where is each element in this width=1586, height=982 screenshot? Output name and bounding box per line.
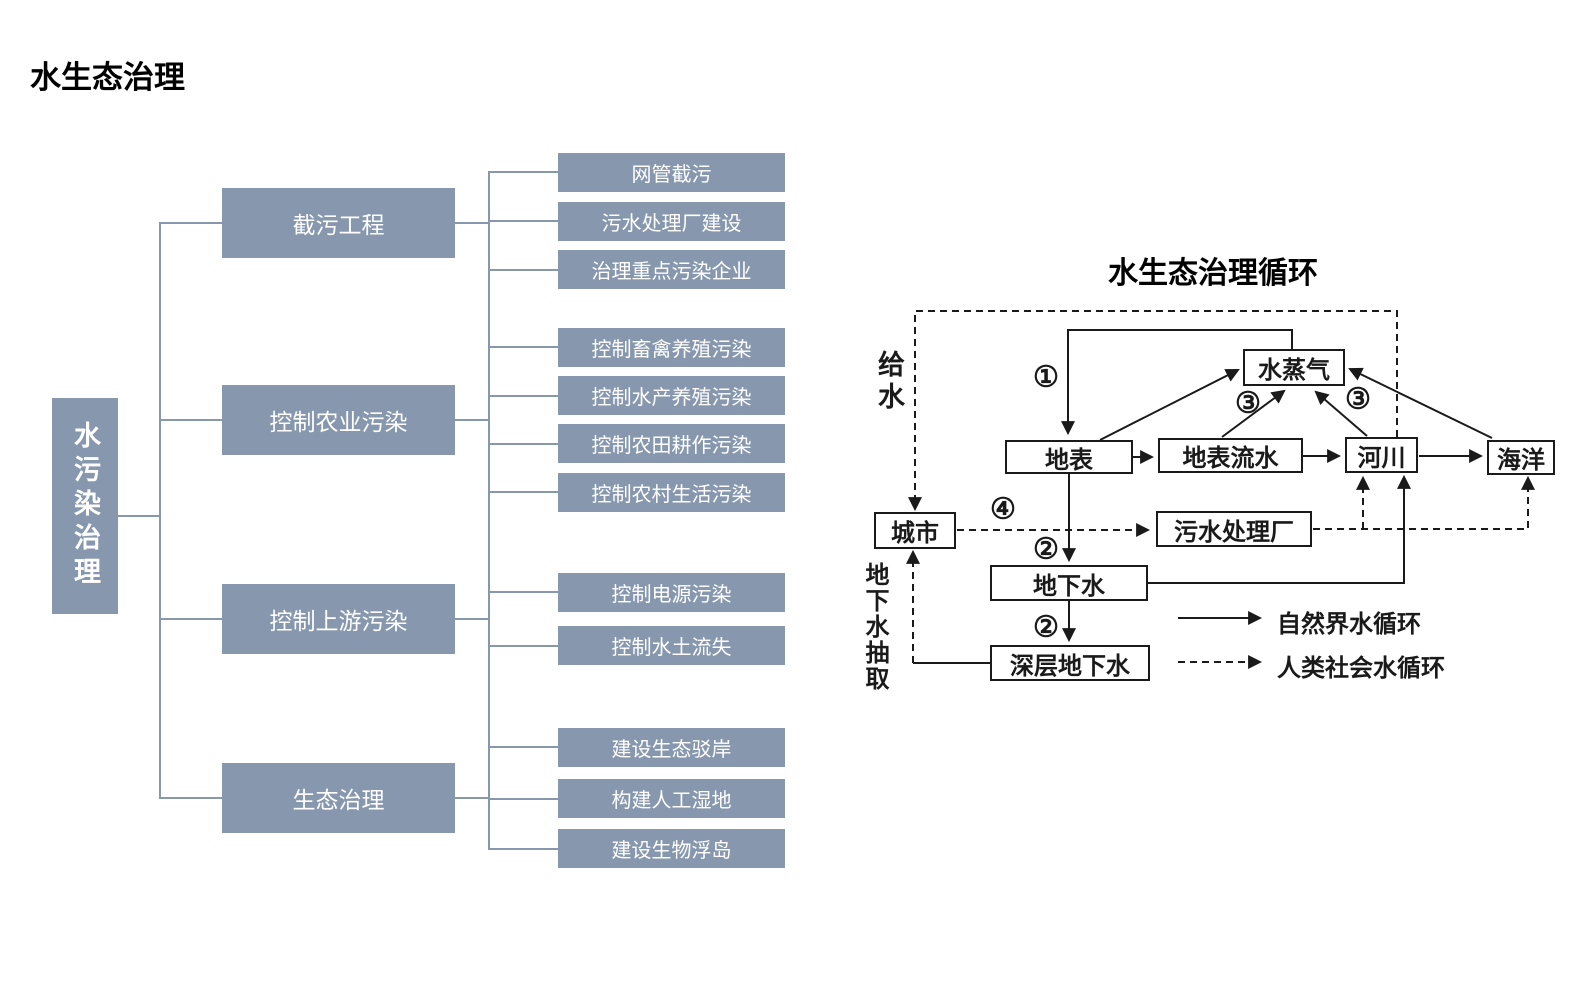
node-river: 河川 — [1345, 437, 1418, 473]
tree-line-leaf — [490, 443, 558, 445]
tree-line-trunk — [159, 222, 161, 799]
node-city: 城市 — [874, 512, 956, 549]
tree-leaf: 控制电源污染 — [558, 573, 785, 612]
tree-leaf: 控制农村生活污染 — [558, 473, 785, 512]
node-deep-groundwater: 深层地下水 — [990, 645, 1150, 681]
line-water-supply — [908, 310, 1398, 512]
tree-line-leaf — [490, 848, 558, 850]
tree-line-leaf — [490, 346, 558, 348]
legend-human-cycle-label: 人类社会水循环 — [1277, 656, 1445, 682]
line-groundwater-to-river — [1148, 474, 1411, 584]
line-river-evaporation — [1314, 390, 1368, 437]
tree-leaf: 治理重点污染企业 — [558, 250, 785, 289]
cycle-diagram-canvas — [906, 310, 1535, 669]
step-4-sewage: ④ — [990, 493, 1016, 526]
tree-line-leaf — [490, 746, 558, 748]
line-surface-evaporation — [1099, 369, 1240, 441]
cycle-title: 水生态治理循环 — [1108, 257, 1318, 290]
node-surface-flow: 地表流水 — [1158, 438, 1303, 473]
tree-line-branch4-in — [159, 797, 222, 799]
step-3-evaporation-right: ③ — [1345, 383, 1371, 416]
node-sewage-plant: 污水处理厂 — [1156, 511, 1312, 547]
tree-root-node: 水污染治理 — [52, 398, 118, 614]
tree-branch-shengtai: 生态治理 — [222, 763, 455, 833]
node-water-vapor: 水蒸气 — [1243, 349, 1345, 386]
line-plant-to-ocean — [1313, 475, 1535, 530]
step-2-infiltration-lower: ② — [1033, 611, 1059, 644]
tree-line-leaf — [490, 798, 558, 800]
tree-line-branch4-out — [455, 797, 490, 799]
tree-leaf: 建设生物浮岛 — [558, 829, 785, 868]
node-ocean: 海洋 — [1487, 440, 1555, 475]
tree-leaf: 控制水土流失 — [558, 626, 785, 665]
label-water-supply: 给水 — [874, 350, 904, 414]
tree-leaf: 构建人工湿地 — [558, 779, 785, 818]
tree-leaf: 建设生态驳岸 — [558, 728, 785, 767]
step-3-evaporation-left: ③ — [1235, 387, 1261, 420]
tree-line-root-stub — [118, 515, 160, 517]
tree-line-leaf — [490, 591, 558, 593]
tree-leaf: 网管截污 — [558, 153, 785, 192]
tree-line-branch3-in — [159, 618, 222, 620]
tree-branch-nongye: 控制农业污染 — [222, 385, 455, 455]
line-precipitation — [1061, 329, 1293, 436]
tree-line-leaf — [490, 220, 558, 222]
tree-line-leaf — [490, 645, 558, 647]
tree-line-leaf — [490, 269, 558, 271]
step-1-precipitation: ① — [1033, 361, 1059, 394]
tree-leaf: 控制农田耕作污染 — [558, 424, 785, 463]
tree-branch-jiewu: 截污工程 — [222, 188, 455, 258]
tree-branch-shangyou: 控制上游污染 — [222, 584, 455, 654]
tree-line-branch3-out — [455, 618, 490, 620]
tree-leaf: 控制畜禽养殖污染 — [558, 328, 785, 367]
tree-line-leaf — [490, 491, 558, 493]
tree-line-branch2-out — [455, 419, 490, 421]
label-groundwater-extraction: 地下水抽取 — [861, 562, 887, 692]
node-groundwater: 地下水 — [990, 565, 1148, 601]
tree-line-rail — [488, 171, 490, 850]
tree-line-leaf — [490, 395, 558, 397]
tree-line-branch1-out — [455, 222, 490, 224]
step-2-infiltration-upper: ② — [1033, 533, 1059, 566]
line-surfaceflow-evaporation — [1221, 389, 1286, 438]
tree-line-branch2-in — [159, 419, 222, 421]
page-title: 水生态治理 — [30, 60, 185, 95]
line-ocean-evaporation — [1348, 367, 1493, 439]
node-surface: 地表 — [1005, 440, 1133, 474]
tree-leaf: 污水处理厂建设 — [558, 202, 785, 241]
tree-leaf: 控制水产养殖污染 — [558, 376, 785, 415]
tree-line-leaf — [490, 171, 558, 173]
tree-line-branch1-in — [159, 222, 222, 224]
legend-natural-cycle-label: 自然界水循环 — [1277, 612, 1421, 638]
